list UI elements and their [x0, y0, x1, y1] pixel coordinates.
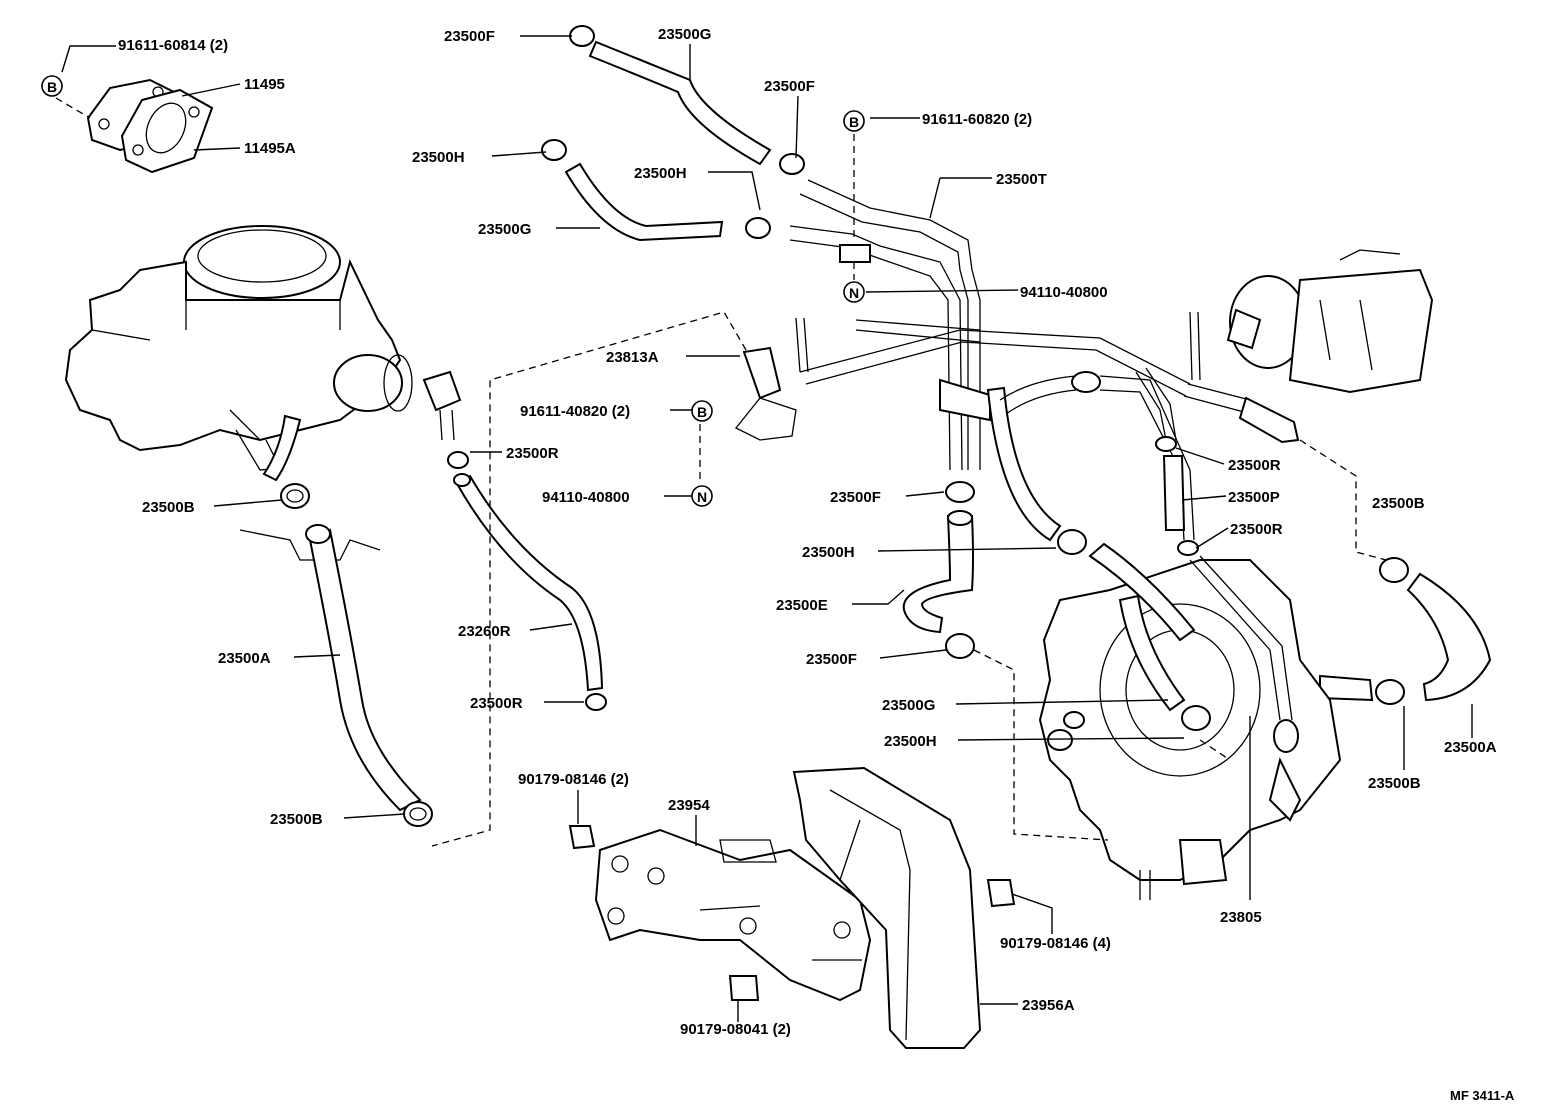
figure-code: MF 3411-A [1450, 1088, 1515, 1103]
label-23500F-center: 23500F [830, 489, 881, 506]
label-90179-08146-2: 90179-08146 (2) [518, 771, 629, 788]
label-91611-40820: 91611-40820 (2) [520, 403, 630, 420]
engine-block [1038, 542, 1342, 900]
hose-23260R [439, 409, 604, 692]
label-23500F-mid: 23500F [764, 78, 815, 95]
throttle-body [64, 225, 462, 561]
pressure-regulator [1226, 249, 1434, 394]
label-94110-40800-top: 94110-40800 [1020, 284, 1108, 301]
label-23500A-left: 23500A [218, 650, 271, 667]
svg-text:B: B [47, 79, 57, 95]
symbol-badge-b-top-center: B [843, 110, 865, 132]
label-23500B-left: 23500B [142, 499, 195, 516]
label-23500B-right2: 23500B [1368, 775, 1421, 792]
symbol-badge-n-middle: N [691, 485, 713, 507]
bracket-23954 [568, 825, 872, 1002]
svg-text:B: B [697, 404, 707, 420]
clamps-left [280, 451, 607, 827]
label-23500G-low: 23500G [882, 697, 935, 714]
label-90179-08146-4: 90179-08146 (4) [1000, 935, 1111, 952]
leader-lines [55, 35, 1473, 1022]
label-23500H-low: 23500H [884, 733, 937, 750]
hose-23500G-upper [541, 25, 805, 242]
hose-23500A-right [1319, 557, 1492, 705]
hoses-right [1135, 367, 1199, 556]
gasket-plates [86, 78, 214, 174]
label-23805: 23805 [1220, 909, 1262, 926]
label-94110-40800-mid: 94110-40800 [542, 489, 630, 506]
heat-shield-23956A [792, 766, 1016, 1049]
label-23500R-right2: 23500R [1230, 521, 1283, 538]
svg-text:N: N [849, 285, 859, 301]
label-23500E: 23500E [776, 597, 828, 614]
label-90179-08041: 90179-08041 (2) [680, 1021, 791, 1038]
label-23500G-top: 23500G [658, 26, 711, 43]
label-23500R-right1: 23500R [1228, 457, 1281, 474]
parts-drawing [64, 25, 1492, 1049]
label-23500H-center: 23500H [802, 544, 855, 561]
label-23500H-left: 23500H [412, 149, 465, 166]
part-labels: 91611-60814 (2) 11495 11495A 23500F 2350… [118, 26, 1515, 1103]
label-23260R: 23260R [458, 623, 511, 640]
symbol-badge-n-top: N [843, 281, 865, 303]
label-23500T: 23500T [996, 171, 1047, 188]
hoses-center [902, 371, 1195, 659]
label-23500F-low: 23500F [806, 651, 857, 668]
label-23500P: 23500P [1228, 489, 1280, 506]
label-91611-60820: 91611-60820 (2) [922, 111, 1032, 128]
label-23500R-left: 23500R [506, 445, 559, 462]
label-23500B-bottom: 23500B [270, 811, 323, 828]
label-23500B-right1: 23500B [1372, 495, 1425, 512]
label-23500A-right: 23500A [1444, 739, 1497, 756]
label-23500R-low: 23500R [470, 695, 523, 712]
symbol-badge-b-middle: B [691, 400, 713, 422]
label-11495A: 11495A [244, 140, 296, 157]
label-11495: 11495 [244, 76, 285, 93]
fuel-pipe-assembly [734, 179, 1300, 471]
label-23500F-top: 23500F [444, 28, 495, 45]
symbol-badge-b-top-left: B [41, 75, 63, 97]
label-23500H-mid: 23500H [634, 165, 687, 182]
svg-text:N: N [697, 489, 707, 505]
label-23813A: 23813A [606, 349, 659, 366]
label-23954: 23954 [668, 797, 710, 814]
hose-23500A-left [262, 414, 422, 812]
label-23956A: 23956A [1022, 997, 1075, 1014]
label-23500G-left: 23500G [478, 221, 531, 238]
label-91611-60814: 91611-60814 (2) [118, 37, 228, 54]
svg-text:B: B [849, 114, 859, 130]
